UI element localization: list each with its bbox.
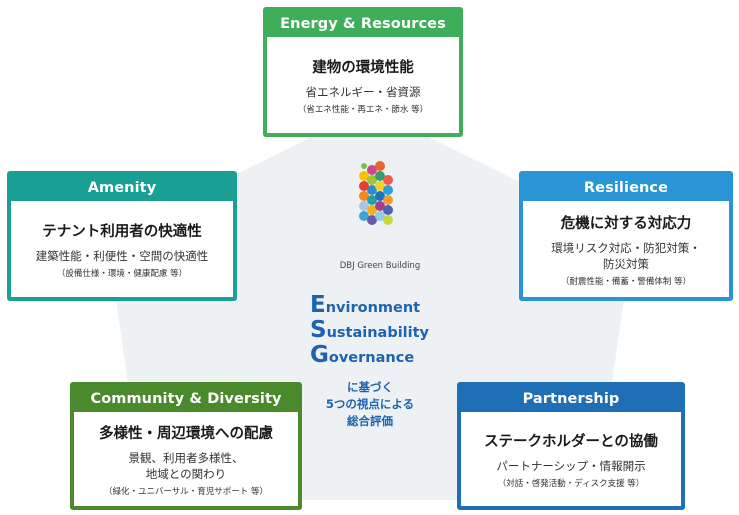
resilience-description: 環境リスク対応・防犯対策・ 防災対策 — [551, 240, 701, 272]
esg-line-environment: Environment — [310, 293, 450, 318]
community-diversity-header: Community & Diversity — [90, 391, 282, 407]
resilience-card: Resilience 危機に対する対応力 環境リスク対応・防犯対策・ 防災対策 … — [519, 171, 733, 301]
logo-dot — [375, 211, 385, 221]
resilience-note: （耐震性能・備蓄・警備体制 等） — [560, 276, 692, 287]
amenity-title: テナント利用者の快適性 — [42, 223, 202, 240]
amenity-body: テナント利用者の快適性 建築性能・利便性・空間の快適性 （設備仕様・環境・健康配… — [11, 201, 233, 297]
logo-dot — [383, 205, 393, 215]
esg-word: nvironment — [325, 300, 421, 316]
esg-initial: E — [310, 292, 326, 318]
esg-acronym: Environment Sustainability Governance — [310, 293, 450, 368]
community-diversity-description-line: 景観、利用者多様性、 — [128, 450, 244, 465]
amenity-description-line: 建築性能・利便性・空間の快適性 — [35, 248, 209, 263]
community-diversity-note: （緑化・ユニバーサル・育児サポート 等） — [103, 486, 269, 497]
community-diversity-body: 多様性・周辺環境への配慮 景観、利用者多様性、 地域との関わり （緑化・ユニバー… — [74, 412, 298, 506]
energy-resources-note: （省エネ性能・再エネ・節水 等） — [297, 104, 429, 115]
partnership-card: Partnership ステークホルダーとの協働 パートナーシップ・情報開示 （… — [457, 382, 685, 510]
logo-dot — [367, 185, 377, 195]
esg-line-governance: Governance — [310, 343, 450, 368]
logo-dot — [367, 205, 377, 215]
resilience-description-line: 環境リスク対応・防犯対策・ — [551, 240, 701, 255]
esg-caption-line: 総合評価 — [347, 414, 393, 428]
partnership-body: ステークホルダーとの協働 パートナーシップ・情報開示 （対話・啓発活動・ディスク… — [461, 412, 681, 506]
resilience-body: 危機に対する対応力 環境リスク対応・防犯対策・ 防災対策 （耐震性能・備蓄・警備… — [523, 201, 729, 297]
resilience-description-line: 防災対策 — [603, 256, 649, 271]
energy-resources-title: 建物の環境性能 — [312, 59, 414, 76]
esg-initial: G — [310, 342, 329, 368]
community-diversity-card: Community & Diversity 多様性・周辺環境への配慮 景観、利用… — [70, 382, 302, 510]
partnership-title: ステークホルダーとの協働 — [484, 433, 658, 450]
community-diversity-description-line: 地域との関わり — [145, 466, 227, 481]
logo-dot — [375, 191, 385, 201]
amenity-note: （設備仕様・環境・健康配慮 等） — [56, 268, 188, 279]
resilience-header: Resilience — [583, 180, 669, 196]
logo-label: DBJ Green Building — [339, 261, 421, 271]
partnership-description-line: パートナーシップ・情報開示 — [496, 458, 646, 473]
energy-resources-body: 建物の環境性能 省エネルギー・省資源 （省エネ性能・再エネ・節水 等） — [267, 37, 459, 133]
esg-word: ustainability — [326, 325, 429, 341]
logo-dot — [383, 175, 393, 185]
logo-dot — [367, 175, 377, 185]
energy-resources-header: Energy & Resources — [280, 16, 446, 32]
esg-caption: に基づく 5つの視点による 総合評価 — [300, 379, 440, 430]
esg-caption-line: に基づく — [347, 380, 393, 394]
community-diversity-description: 景観、利用者多様性、 地域との関わり — [129, 450, 244, 482]
logo-dot — [361, 163, 367, 169]
energy-resources-card: Energy & Resources 建物の環境性能 省エネルギー・省資源 （省… — [263, 7, 463, 137]
community-diversity-title: 多様性・周辺環境への配慮 — [99, 425, 273, 442]
logo-dot — [359, 171, 369, 181]
logo-dot — [375, 171, 385, 181]
logo-dot — [359, 181, 369, 191]
logo-dot — [375, 161, 385, 171]
amenity-description: 建築性能・利便性・空間の快適性 — [36, 248, 209, 264]
esg-word: overnance — [328, 350, 415, 366]
partnership-description: パートナーシップ・情報開示 — [496, 458, 645, 474]
logo-dot — [367, 195, 377, 205]
logo-dot — [383, 215, 393, 225]
logo-dot — [383, 185, 393, 195]
partnership-note: （対話・啓発活動・ディスク支援 等） — [497, 478, 645, 489]
esg-caption-line: 5つの視点による — [325, 397, 415, 411]
logo-dot — [367, 165, 377, 175]
logo-dot — [367, 215, 377, 225]
resilience-title: 危機に対する対応力 — [560, 215, 692, 232]
logo-dot — [375, 201, 385, 211]
amenity-header: Amenity — [87, 180, 157, 196]
logo-dot — [383, 195, 393, 205]
logo-dot — [359, 201, 369, 211]
partnership-header: Partnership — [522, 391, 620, 407]
energy-resources-description: 省エネルギー・省資源 — [306, 84, 421, 100]
energy-resources-description-line: 省エネルギー・省資源 — [305, 84, 421, 99]
dbj-green-building-logo — [359, 161, 393, 225]
esg-line-sustainability: Sustainability — [310, 318, 450, 343]
esg-initial: S — [310, 317, 327, 343]
amenity-card: Amenity テナント利用者の快適性 建築性能・利便性・空間の快適性 （設備仕… — [7, 171, 237, 301]
logo-dot — [375, 181, 385, 191]
logo-dot — [359, 191, 369, 201]
logo-dot — [359, 211, 369, 221]
